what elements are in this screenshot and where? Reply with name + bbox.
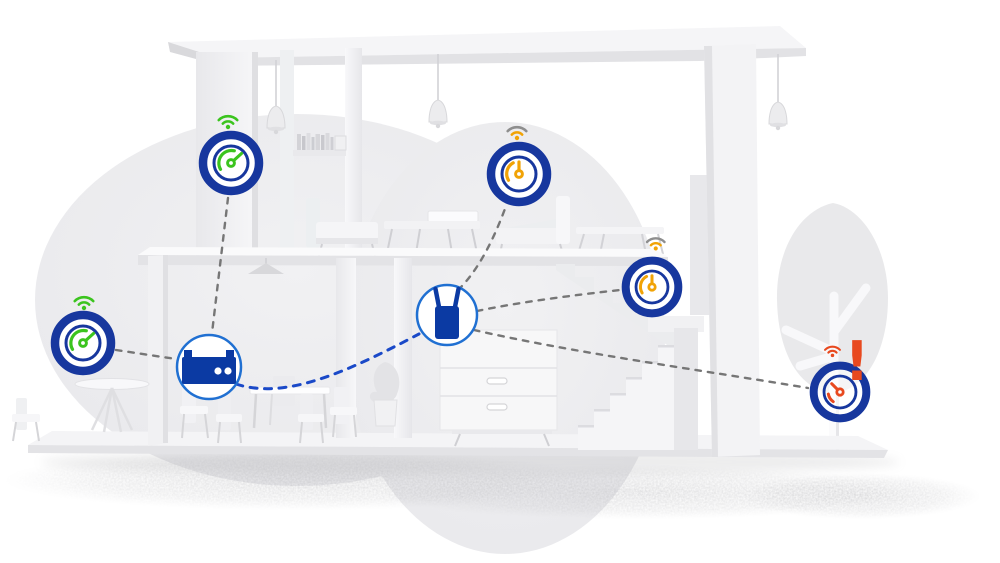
- armchair: [306, 198, 378, 257]
- dresser: [439, 329, 558, 447]
- pendant-lamp: [266, 60, 286, 135]
- wall-shelf: [293, 133, 347, 156]
- coffee-table: [384, 210, 480, 254]
- books: [297, 133, 334, 150]
- chair: [12, 398, 40, 442]
- house-illustration: [5, 26, 980, 554]
- ground-wall-b: [394, 258, 412, 438]
- chair: [330, 387, 357, 438]
- signal-badge-stairs: [621, 237, 683, 318]
- chaise-lounge: [496, 196, 570, 255]
- alert-exclamation: !: [845, 330, 870, 393]
- wifi-waves-good-icon: [217, 114, 239, 130]
- ceiling-lamp: [248, 258, 284, 274]
- ground-left-wall: [148, 255, 168, 446]
- pendant-lamp: [428, 54, 448, 129]
- signal-gauge-poor-icon: [826, 382, 845, 404]
- link-upstairs-left-router: [210, 196, 230, 335]
- wifi-waves-poor-icon: [824, 345, 841, 358]
- signal-gauge-medium-icon: [505, 160, 524, 182]
- link-repeater-garden-tree: [472, 328, 810, 390]
- pendant-lamp: [768, 54, 788, 131]
- signal-gauge-good-icon: [217, 148, 244, 171]
- chair: [216, 394, 242, 444]
- side-table: [74, 378, 150, 433]
- link-ground-left-router: [114, 348, 178, 361]
- upper-mid-wall: [280, 50, 294, 258]
- wifi-repeater-icon: [433, 286, 461, 339]
- signal-badge-upstairs-left: [198, 114, 264, 196]
- repeater-device: [415, 283, 479, 347]
- potted-plant: [369, 362, 400, 427]
- router-icon: [182, 350, 236, 384]
- upper-center-wall: [345, 48, 362, 258]
- ground-shadow: [5, 449, 980, 519]
- signal-badge-upstairs-center: [486, 125, 552, 207]
- chair: [298, 394, 324, 444]
- wifi-waves-good-icon: [73, 295, 95, 311]
- signal-badge-ground-left: [50, 295, 116, 376]
- signal-badge-garden-tree: [809, 345, 871, 423]
- signal-gauge-medium-icon: [638, 274, 657, 295]
- connection-links: [114, 196, 810, 391]
- link-repeater-upstairs-center: [456, 204, 508, 292]
- right-column: [704, 44, 760, 457]
- wifi-waves-medium-icon: [506, 125, 528, 141]
- staircase: [556, 252, 704, 450]
- link-router-repeater: [234, 332, 421, 391]
- wifi-waves-medium-icon: [645, 237, 666, 251]
- signal-gauge-good-icon: [69, 328, 96, 351]
- link-repeater-stairs: [475, 288, 622, 313]
- router-device: [175, 333, 243, 401]
